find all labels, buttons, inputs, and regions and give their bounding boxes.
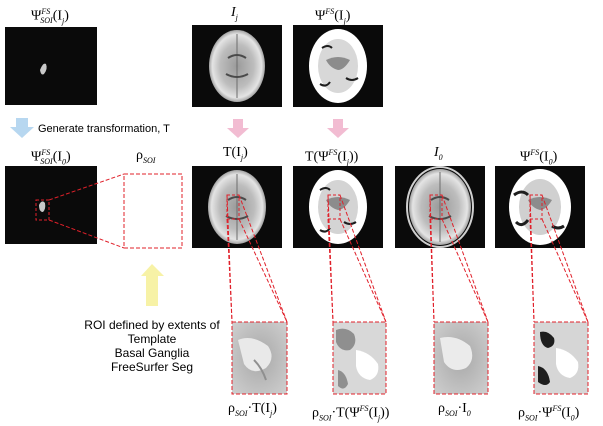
zoom-i0 bbox=[433, 321, 489, 395]
seg-t-ij bbox=[309, 170, 367, 244]
arrow-blue bbox=[10, 118, 34, 138]
arrow-pink-1 bbox=[227, 119, 249, 138]
panel-psi-soi-ij bbox=[5, 27, 97, 105]
bottom-label-1: ρSOI·T(Ij) bbox=[228, 401, 277, 418]
label-ij: Ij bbox=[231, 5, 238, 22]
label-i0: I0 bbox=[434, 145, 443, 162]
seg-ij bbox=[309, 29, 367, 103]
zoom-t-psi bbox=[332, 321, 387, 395]
panel-psi-soi-i0 bbox=[5, 166, 97, 244]
label-psi-soi-ij: ΨFSSOI(Ij) bbox=[31, 7, 69, 26]
label-psi-fs-i0: ΨFS(I0) bbox=[520, 148, 558, 167]
zoom-t-ij bbox=[231, 321, 288, 395]
roi-line-3: Basal Ganglia bbox=[114, 346, 190, 360]
soi-blob-ij bbox=[40, 63, 47, 75]
brain-t-ij bbox=[208, 170, 266, 244]
label-rho-soi: ρSOI bbox=[136, 148, 156, 165]
label-psi-soi-i0: ΨFSSOI(I0) bbox=[31, 148, 71, 167]
rho-soi-box bbox=[123, 173, 183, 249]
zoom-psi-fs-i0 bbox=[533, 321, 589, 395]
roi-line-2: Template bbox=[127, 332, 177, 346]
seg-i0 bbox=[509, 169, 571, 245]
bottom-label-2: ρSOI·T(ΨFS(Ij)) bbox=[312, 404, 390, 423]
brain-ij bbox=[209, 30, 265, 102]
soi-box-small bbox=[35, 199, 50, 221]
zoom-connectors bbox=[226, 194, 589, 323]
rho-soi-connectors bbox=[48, 173, 125, 249]
roi-line-4: FreeSurfer Seg bbox=[110, 360, 194, 374]
roi-note: ROI defined by extents of Template Basal… bbox=[52, 318, 252, 374]
label-t-ij: T(Ij) bbox=[223, 145, 248, 162]
arrow-yellow bbox=[141, 264, 164, 306]
label-t-psi: T(ΨFS(Ij)) bbox=[305, 148, 359, 167]
bottom-label-3: ρSOI·I0 bbox=[438, 401, 471, 418]
label-psi-fs-ij: ΨFS(Ij) bbox=[315, 7, 351, 26]
generate-transform-text: Generate transformation, T bbox=[38, 123, 170, 135]
bottom-label-4: ρSOI·ΨFS(I0) bbox=[518, 404, 580, 423]
roi-line-1: ROI defined by extents of bbox=[84, 318, 220, 332]
brain-i0 bbox=[406, 166, 474, 248]
arrow-pink-2 bbox=[327, 119, 349, 138]
soi-blob-i0 bbox=[39, 201, 46, 212]
